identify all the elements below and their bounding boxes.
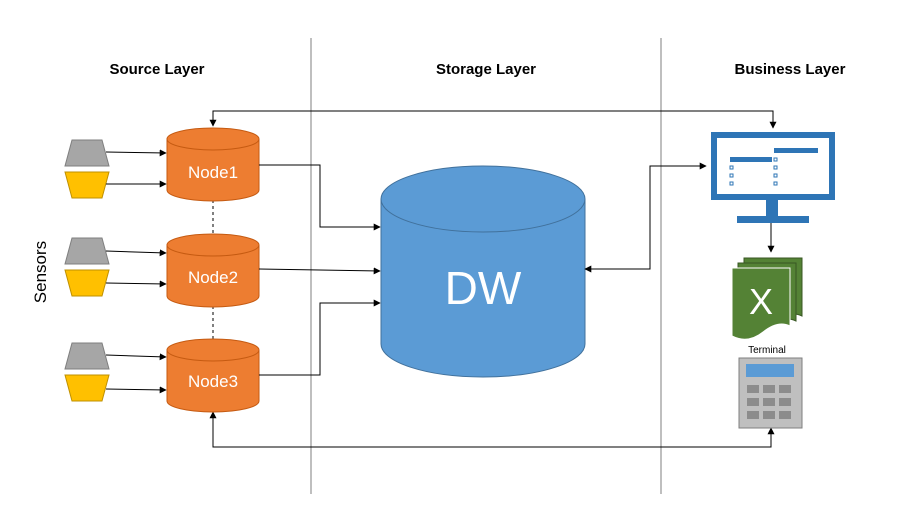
- sensor-arrow: [105, 149, 167, 157]
- sensor-group-3: [64, 342, 167, 402]
- monitor-icon[interactable]: [711, 132, 835, 223]
- source-layer-title: Source Layer: [109, 61, 204, 78]
- node-3-label: Node3: [188, 372, 238, 391]
- terminal-label: Terminal: [748, 345, 786, 356]
- sensor-arrow: [105, 386, 167, 394]
- trapezoid-sensor-icon: [64, 237, 110, 265]
- sensors-label: Sensors: [31, 241, 50, 303]
- sensor-arrow: [105, 353, 167, 361]
- node-1[interactable]: Node1: [166, 127, 260, 202]
- storage-layer-title: Storage Layer: [436, 61, 536, 78]
- trapezoid-sensor-icon: [64, 139, 110, 167]
- feedback-top-connector: [209, 110, 777, 129]
- data-warehouse[interactable]: DW: [380, 165, 586, 378]
- spreadsheet-icon[interactable]: X: [731, 257, 803, 340]
- node-3-to-dw-connector: [259, 299, 381, 376]
- trapezoid-sensor-icon: [64, 269, 110, 297]
- business-layer-title: Business Layer: [735, 61, 846, 78]
- node-1-to-dw-connector: [259, 164, 381, 231]
- data-warehouse-label: DW: [445, 262, 522, 314]
- sensor-arrow: [105, 280, 167, 288]
- dw-to-monitor-connector: [584, 162, 707, 273]
- sensor-group-2: [64, 237, 167, 297]
- trapezoid-sensor-icon: [64, 171, 110, 199]
- trapezoid-sensor-icon: [64, 374, 110, 402]
- node-2[interactable]: Node2: [166, 233, 260, 308]
- node-2-to-dw-connector: [258, 267, 381, 275]
- terminal-keypad-icon[interactable]: [738, 357, 803, 429]
- node-1-label: Node1: [188, 163, 238, 182]
- spreadsheet-glyph: X: [749, 281, 773, 322]
- trapezoid-sensor-icon: [64, 342, 110, 370]
- feedback-bottom-connector: [209, 411, 775, 448]
- node-2-label: Node2: [188, 268, 238, 287]
- sensor-arrow: [105, 249, 167, 257]
- node-3[interactable]: Node3: [166, 338, 260, 413]
- sensor-group-1: [64, 139, 167, 199]
